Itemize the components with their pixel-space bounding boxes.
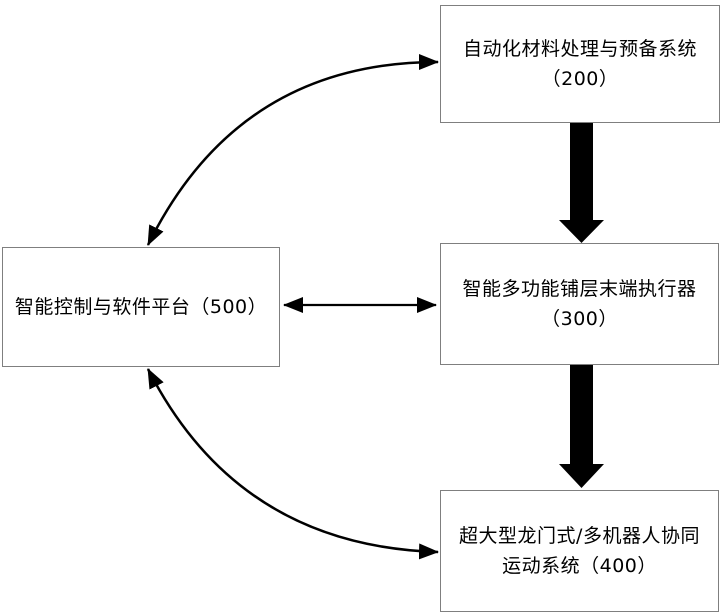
box-label-line: 智能控制与软件平台（500） xyxy=(14,296,268,318)
box-label-line: 智能多功能铺层末端执行器 xyxy=(462,278,697,300)
box-automated-material-system-200: 自动化材料处理与预备系统 （200） xyxy=(440,5,720,123)
box-control-software-platform-500: 智能控制与软件平台（500） xyxy=(2,247,280,367)
box-label-line: 运动系统（400） xyxy=(502,555,657,577)
box-label-line: 超大型龙门式/多机器人协同 xyxy=(459,525,700,547)
arrow-300-to-400-thick xyxy=(559,365,604,488)
box-gantry-motion-system-400: 超大型龙门式/多机器人协同 运动系统（400） xyxy=(440,490,719,612)
arrow-500-to-400 xyxy=(146,368,439,560)
box-label-line: （300） xyxy=(541,308,618,330)
box-label-line: 自动化材料处理与预备系统 xyxy=(462,38,697,60)
box-label-line: （200） xyxy=(541,68,619,90)
arrow-200-to-300-thick xyxy=(559,123,604,243)
box-layup-end-effector-300: 智能多功能铺层末端执行器 （300） xyxy=(440,243,719,365)
arrow-500-to-200 xyxy=(146,54,439,246)
